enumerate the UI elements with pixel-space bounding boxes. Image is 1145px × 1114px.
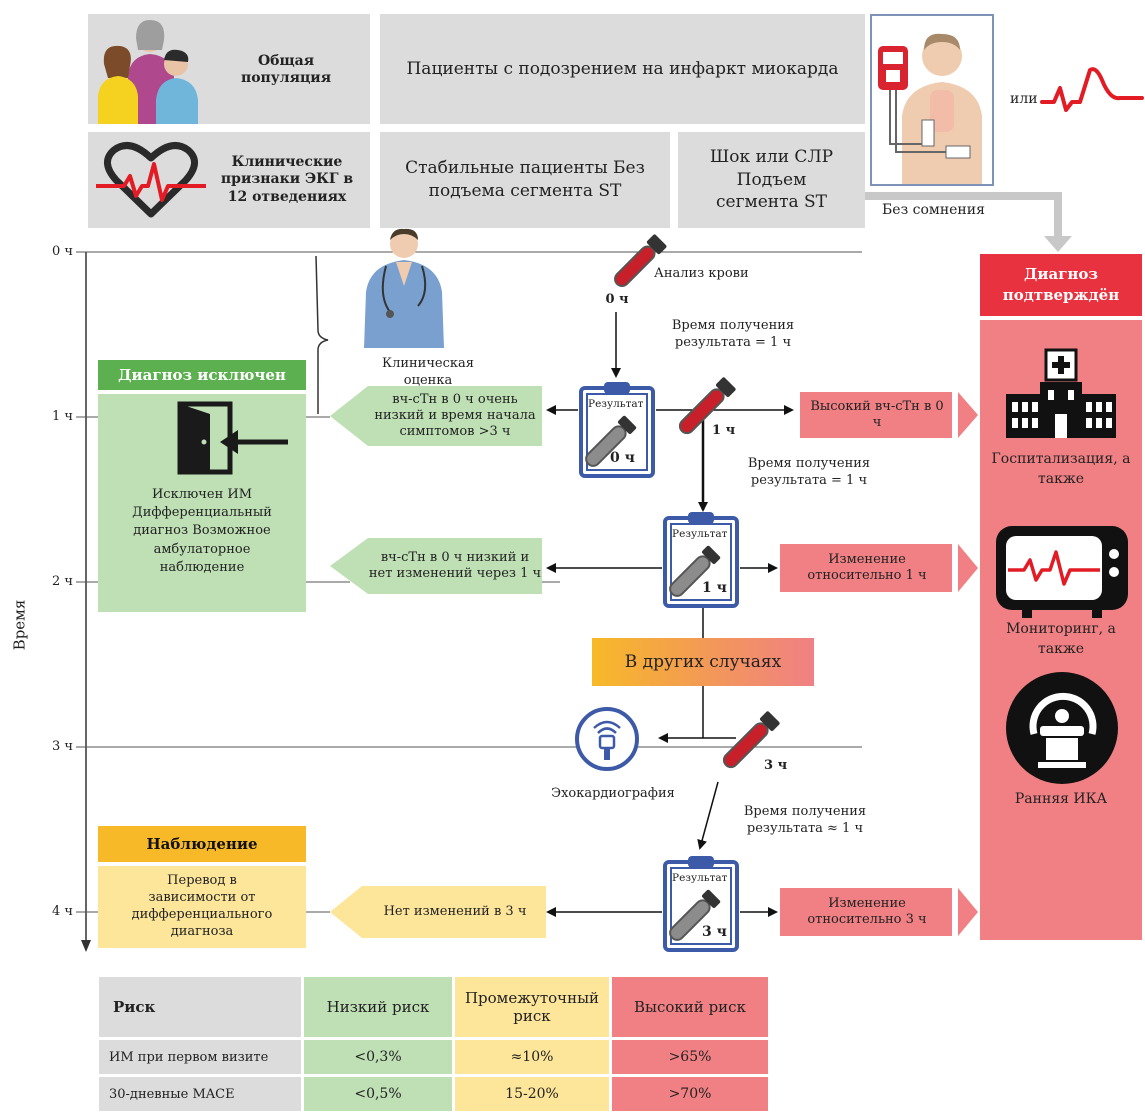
clipboard-0h: Результат 0 ч xyxy=(578,382,656,478)
risk-cell-high: >65% xyxy=(612,1040,768,1074)
clipboard-3h-result: Результат xyxy=(672,872,728,884)
risk-cell-mid: ≈10% xyxy=(455,1040,609,1074)
suspected-label: Пациенты с подозрением на инфаркт миокар… xyxy=(406,59,839,79)
clinical-assessment-label: Клиническая оценка xyxy=(382,356,474,388)
monitoring-label: Мониторинг, а также xyxy=(1006,621,1116,657)
excluded-box: Исключен ИМ Дифференциальный диагноз Воз… xyxy=(98,394,306,612)
clipboard-0h-time: 0 ч xyxy=(610,450,635,466)
other-cases-box: В других случаях xyxy=(592,638,814,686)
stable-panel: Стабильные пациенты Без подъема сегмента… xyxy=(380,132,670,228)
shock-panel: Шок или СЛР Подъем сегмента ST xyxy=(678,132,865,228)
risk-table-header-row: Риск Низкий риск Промежуточный риск Высо… xyxy=(99,977,768,1037)
risk-header-mid: Промежуточный риск xyxy=(455,977,609,1037)
risk-cell-high: >70% xyxy=(612,1077,768,1111)
tick-3h: 3 ч xyxy=(52,739,73,754)
no-doubt-label: Без сомнения xyxy=(882,202,985,218)
cath-lab-icon xyxy=(1006,672,1118,784)
clipboard-3h: Результат 3 ч xyxy=(662,856,740,952)
hospital-icon xyxy=(1006,348,1116,438)
change-3h: Изменение относительно 3 ч xyxy=(807,895,927,927)
other-cases-label: В других случаях xyxy=(624,652,782,672)
rule-out-0h: вч-сТн в 0 ч очень низкий и время начала… xyxy=(374,391,536,440)
ili-label: или xyxy=(1010,91,1038,107)
risk-header-high: Высокий риск xyxy=(612,977,768,1037)
ica-label: Ранняя ИКА xyxy=(1014,791,1108,807)
tick-4h: 4 ч xyxy=(52,904,73,919)
risk-header-label: Риск xyxy=(99,977,301,1037)
result-time-1: Время получения результата = 1 ч xyxy=(671,318,795,350)
risk-cell-low: <0,5% xyxy=(304,1077,452,1111)
confirmed-title: Диагноз подтверждён xyxy=(980,254,1142,316)
observation-title: Наблюдение xyxy=(98,826,306,862)
rule-out-1h: вч-сТн в 0 ч низкий и нет изменений чере… xyxy=(368,549,542,581)
monitor-icon xyxy=(996,526,1128,618)
blood-tube-1h xyxy=(678,377,736,435)
observation-text: Перевод в зависимости от дифференциально… xyxy=(131,873,273,939)
exit-door-icon xyxy=(177,401,288,475)
blood-1h-label: 1 ч xyxy=(712,423,736,438)
blood-test-label: Анализ крови xyxy=(654,266,749,281)
echo-label: Эхокардиография xyxy=(551,786,675,801)
blood-tube-3h xyxy=(722,711,780,769)
high-0h: Высокий вч-сТн в 0 ч xyxy=(810,398,944,430)
table-row: ИМ при первом визите <0,3% ≈10% >65% xyxy=(99,1040,768,1074)
clipboard-0h-result: Результат xyxy=(588,398,644,410)
shock-label: Шок или СЛР Подъем сегмента ST xyxy=(709,146,834,213)
suspected-panel: Пациенты с подозрением на инфаркт миокар… xyxy=(380,14,865,124)
result-time-2: Время получения результата = 1 ч xyxy=(747,456,871,488)
table-row: 30-дневные MACE <0,5% 15-20% >70% xyxy=(99,1077,768,1111)
stable-label: Стабильные пациенты Без подъема сегмента… xyxy=(405,158,645,201)
risk-row-label: ИМ при первом визите xyxy=(99,1040,301,1074)
risk-table: Риск Низкий риск Промежуточный риск Высо… xyxy=(96,974,771,1114)
heart-ecg-icon xyxy=(96,142,206,218)
clipboard-3h-time: 3 ч xyxy=(702,924,727,940)
risk-cell-mid: 15-20% xyxy=(455,1077,609,1111)
clipboard-1h: Результат 1 ч xyxy=(662,512,740,608)
tick-2h: 2 ч xyxy=(52,574,73,589)
tick-0h: 0 ч xyxy=(52,244,73,259)
change-1h: Изменение относительно 1 ч xyxy=(807,551,927,583)
patient-illustration xyxy=(870,14,994,186)
excluded-text: Исключен ИМ Дифференциальный диагноз Воз… xyxy=(132,487,272,575)
ecg-wave-icon xyxy=(1040,67,1144,112)
family-icon xyxy=(98,20,198,124)
observation-box: Перевод в зависимости от дифференциально… xyxy=(98,866,306,948)
blood-3h-label: 3 ч xyxy=(764,758,788,773)
blood-0h-label: 0 ч xyxy=(605,292,629,307)
echo-icon xyxy=(575,707,639,771)
clipboard-1h-time: 1 ч xyxy=(702,580,727,596)
hospital-label: Госпитализация, а также xyxy=(991,451,1131,487)
excluded-title: Диагноз исключен xyxy=(98,360,306,390)
blood-tube-0h xyxy=(614,234,667,287)
no-change-3h: Нет изменений в 3 ч xyxy=(383,903,527,919)
result-time-3: Время получения результата ≈ 1 ч xyxy=(743,804,867,836)
confirmed-column: Госпитализация, а также Мониторинг, а та… xyxy=(980,320,1142,940)
risk-cell-low: <0,3% xyxy=(304,1040,452,1074)
clinical-signs-label: Клинические признаки ЭКГ в 12 отведениях xyxy=(220,153,354,205)
tick-1h: 1 ч xyxy=(52,409,73,424)
population-label: Общая популяция xyxy=(240,52,332,87)
doctor-icon xyxy=(364,228,444,348)
clipboard-1h-result: Результат xyxy=(672,528,728,540)
risk-header-low: Низкий риск xyxy=(304,977,452,1037)
risk-row-label: 30-дневные MACE xyxy=(99,1077,301,1111)
